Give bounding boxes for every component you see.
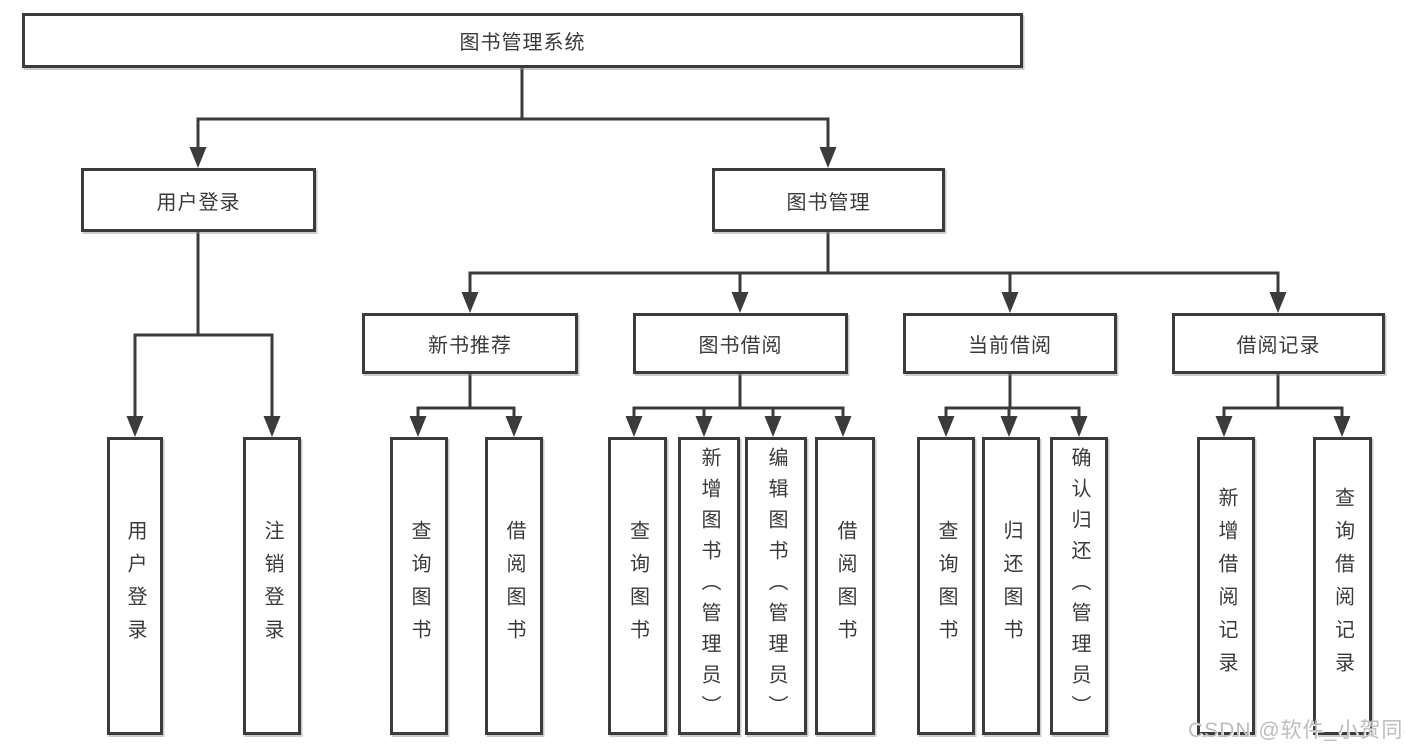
leaf-newbook-borrow-books-label: 借阅图书 xyxy=(503,520,525,652)
node-current-borrowing-label: 当前借阅 xyxy=(968,335,1052,357)
leaf-newbook-query-books-label: 查询图书 xyxy=(408,520,430,652)
node-new-book-recommend-label: 新书推荐 xyxy=(428,335,512,357)
leaf-borrow-borrow-books: 借阅图书 xyxy=(815,437,875,735)
node-book-management: 图书管理 xyxy=(712,168,945,232)
leaf-borrow-add-books-admin: 新增图书（管理员） xyxy=(678,437,740,735)
leaf-newbook-query-books: 查询图书 xyxy=(390,437,448,735)
leaf-user-login-label: 用户登录 xyxy=(124,520,146,652)
node-book-borrowing: 图书借阅 xyxy=(633,313,848,374)
node-borrowing-records: 借阅记录 xyxy=(1172,313,1385,374)
node-library-system: 图书管理系统 xyxy=(22,13,1023,68)
leaf-newbook-borrow-books: 借阅图书 xyxy=(485,437,543,735)
leaf-records-query-record: 查询借阅记录 xyxy=(1313,437,1372,735)
node-user-login: 用户登录 xyxy=(81,168,316,232)
csdn-watermark: CSDN @软件_小贺同学 xyxy=(1188,719,1405,742)
leaf-current-confirm-return-admin-label: 确认归还（管理员） xyxy=(1068,446,1090,726)
leaf-current-return-books-label: 归还图书 xyxy=(1000,520,1022,652)
node-book-borrowing-label: 图书借阅 xyxy=(698,335,783,357)
leaf-records-query-record-label: 查询借阅记录 xyxy=(1331,487,1354,685)
leaf-current-return-books: 归还图书 xyxy=(982,437,1040,735)
leaf-user-login: 用户登录 xyxy=(107,437,163,735)
leaf-borrow-add-books-admin-label: 新增图书（管理员） xyxy=(698,446,720,726)
node-user-login-label: 用户登录 xyxy=(156,191,241,214)
node-new-book-recommend: 新书推荐 xyxy=(362,313,578,374)
node-borrowing-records-label: 借阅记录 xyxy=(1236,335,1321,357)
leaf-borrow-edit-books-admin: 编辑图书（管理员） xyxy=(745,437,807,735)
leaf-borrow-borrow-books-label: 借阅图书 xyxy=(834,520,856,652)
leaf-borrow-query-books: 查询图书 xyxy=(608,437,667,735)
leaf-logout-label: 注销登录 xyxy=(261,520,283,652)
arrowheads xyxy=(126,147,1351,437)
node-current-borrowing: 当前借阅 xyxy=(903,313,1117,374)
leaf-records-add-record: 新增借阅记录 xyxy=(1197,437,1255,735)
leaf-current-query-books: 查询图书 xyxy=(917,437,975,735)
node-book-management-label: 图书管理 xyxy=(786,191,871,214)
leaf-borrow-query-books-label: 查询图书 xyxy=(626,520,649,652)
leaf-logout: 注销登录 xyxy=(243,437,301,735)
leaf-current-query-books-label: 查询图书 xyxy=(935,520,957,652)
node-library-system-label: 图书管理系统 xyxy=(459,32,586,54)
leaf-records-add-record-label: 新增借阅记录 xyxy=(1215,487,1237,685)
leaf-current-confirm-return-admin: 确认归还（管理员） xyxy=(1050,437,1108,735)
leaf-borrow-edit-books-admin-label: 编辑图书（管理员） xyxy=(765,446,787,726)
